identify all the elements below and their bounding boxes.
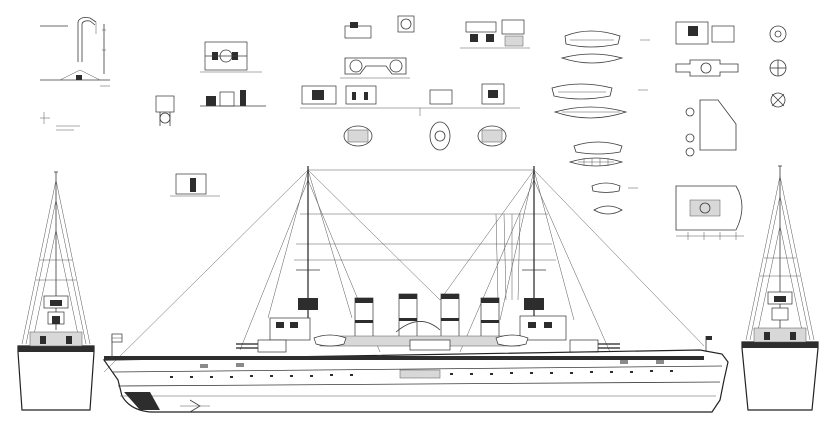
- stern-view: [741, 165, 819, 411]
- turret-plan-details: [300, 15, 520, 151]
- ship-boats-details: [551, 30, 650, 215]
- flags: [111, 333, 712, 360]
- bow-view: [17, 171, 95, 411]
- ship-profile: [102, 166, 729, 413]
- winch-details: [460, 19, 530, 49]
- hull: [102, 349, 729, 413]
- cross-section-details: [675, 21, 787, 240]
- main-guns: [236, 339, 620, 353]
- deck-structure-details: [155, 41, 266, 197]
- portholes: [170, 370, 673, 378]
- rigging: [103, 169, 705, 373]
- davit-detail: [40, 17, 110, 131]
- masts: [296, 166, 546, 330]
- casemate-guns: [200, 360, 664, 368]
- superstructure: [269, 315, 567, 351]
- funnels: [354, 293, 500, 339]
